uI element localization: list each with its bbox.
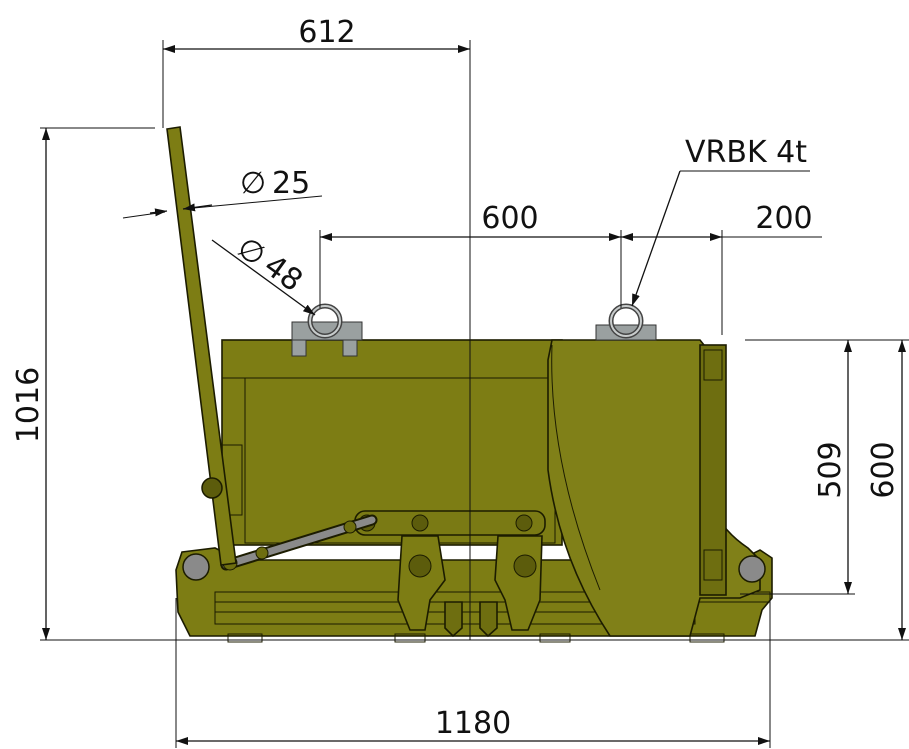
foot-right xyxy=(689,633,725,643)
dimension-1016-label: 1016 xyxy=(11,367,46,443)
dimension-1016: 1016 xyxy=(11,127,909,641)
foot-left xyxy=(227,633,263,643)
jaw-hook-left xyxy=(397,535,446,631)
dimension-1180-label: 1180 xyxy=(435,706,511,741)
lever-pivot xyxy=(201,477,223,499)
dimension-200: 200 xyxy=(621,201,822,335)
callout-vrbk-label: VRBK 4t xyxy=(685,135,807,170)
callout-vrbk: VRBK 4t xyxy=(631,135,810,307)
dimension-612-label: 612 xyxy=(298,15,355,50)
foot-mid-right xyxy=(539,633,571,643)
lifting-eye-left xyxy=(291,303,363,357)
dimension-509-label: 509 xyxy=(813,441,848,498)
diameter-symbol-25: ∅ xyxy=(240,166,266,201)
dimension-600-spacing: 600 xyxy=(319,201,622,308)
dimension-200-label: 200 xyxy=(755,201,812,236)
roller-right xyxy=(738,555,766,583)
dimension-600-height: 600 xyxy=(855,339,909,640)
claw-left xyxy=(444,601,463,638)
claw-right xyxy=(479,601,498,638)
dimension-509: 509 xyxy=(740,339,855,595)
dimension-612: 612 xyxy=(162,15,470,128)
dimension-600-height-label: 600 xyxy=(866,441,901,498)
dimension-diameter-25: ∅ 25 xyxy=(122,166,323,219)
dimension-layer: 612 1016 ∅ 25 ∅ 48 600 xyxy=(11,15,909,748)
dimension-diameter-48-label: 48 xyxy=(257,248,308,299)
dimension-diameter-48: ∅ 48 xyxy=(211,230,316,316)
dimension-diameter-25-label: 25 xyxy=(272,166,310,201)
dimension-1180: 1180 xyxy=(175,598,771,748)
roller-left xyxy=(182,553,210,581)
lever-handle xyxy=(166,126,237,566)
lifting-eye-right xyxy=(595,303,657,341)
dimension-600-spacing-label: 600 xyxy=(481,201,538,236)
grab-bucket-body xyxy=(166,126,773,643)
foot-mid-left xyxy=(394,633,426,643)
